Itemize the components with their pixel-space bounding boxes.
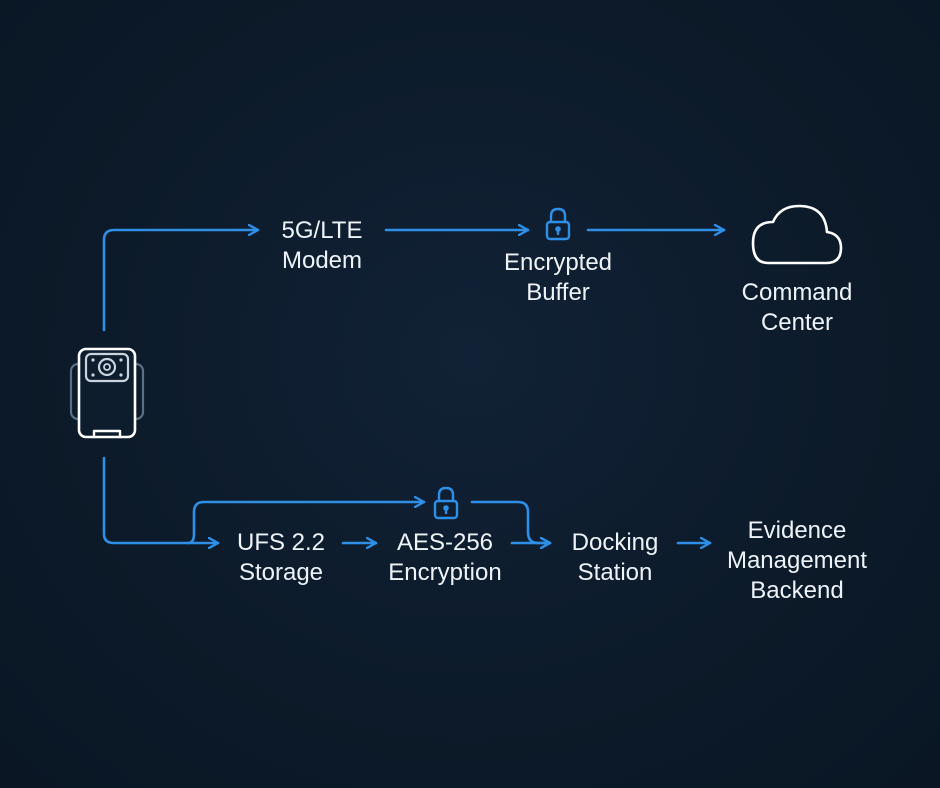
evidence-backend-label: Evidence Management Backend — [726, 517, 868, 604]
cloud-icon — [751, 204, 843, 265]
modem-label: 5G/LTE Modem — [281, 217, 363, 274]
connector-camera-to-modem — [102, 230, 260, 332]
lock-icon — [433, 486, 459, 520]
connector-bypass-to-lock — [186, 502, 426, 545]
encryption-label: AES-256 Encryption — [388, 529, 502, 586]
body-camera-icon — [69, 347, 145, 439]
command-center-label: Command Center — [741, 279, 853, 336]
docking-station-label: Docking Station — [571, 529, 659, 586]
storage-label: UFS 2.2 Storage — [236, 529, 326, 586]
lock-icon — [545, 207, 571, 241]
encrypted-buffer-label: Encrypted Buffer — [503, 249, 613, 306]
connector-camera-to-storage — [102, 456, 220, 543]
